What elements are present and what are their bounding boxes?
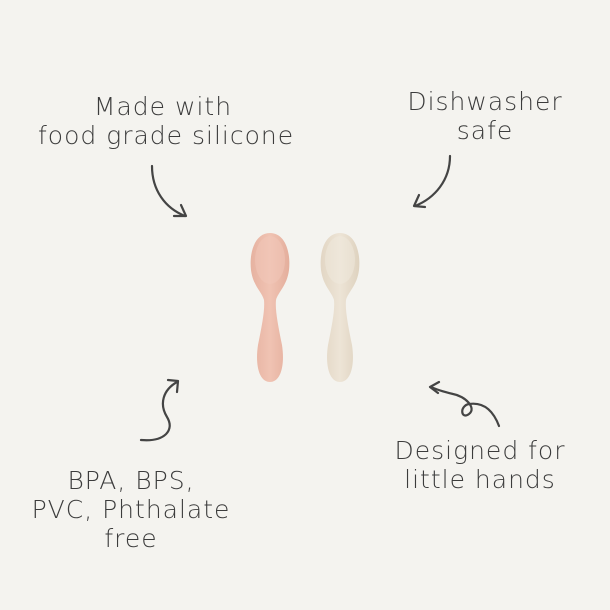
arrow-down-right-icon — [150, 164, 188, 218]
feature-free-label: BPA, BPS, PVC, Phthalate free — [26, 466, 236, 553]
feature-line: free — [104, 524, 158, 553]
arrow-up-squiggle-icon — [139, 378, 180, 442]
feature-dishwasher-label: Dishwasher safe — [400, 87, 570, 145]
feature-line: Designed for — [394, 436, 566, 465]
feature-line: food grade silicone — [38, 121, 295, 150]
feature-line: safe — [456, 116, 514, 145]
feature-line: little hands — [404, 465, 556, 494]
arrow-up-left-loop-icon — [428, 380, 501, 428]
feature-line: Dishwasher — [407, 87, 563, 116]
feature-hands-label: Designed for little hands — [385, 436, 575, 494]
arrow-down-left-icon — [412, 154, 452, 209]
spoon-sand-image — [320, 233, 360, 382]
spoon-blush-image — [250, 233, 290, 382]
feature-line: BPA, BPS, — [67, 466, 195, 495]
feature-line: PVC, Phthalate — [31, 495, 231, 524]
feature-material-label: Made with food grade silicone — [38, 92, 295, 150]
feature-line: Made with — [93, 92, 233, 121]
